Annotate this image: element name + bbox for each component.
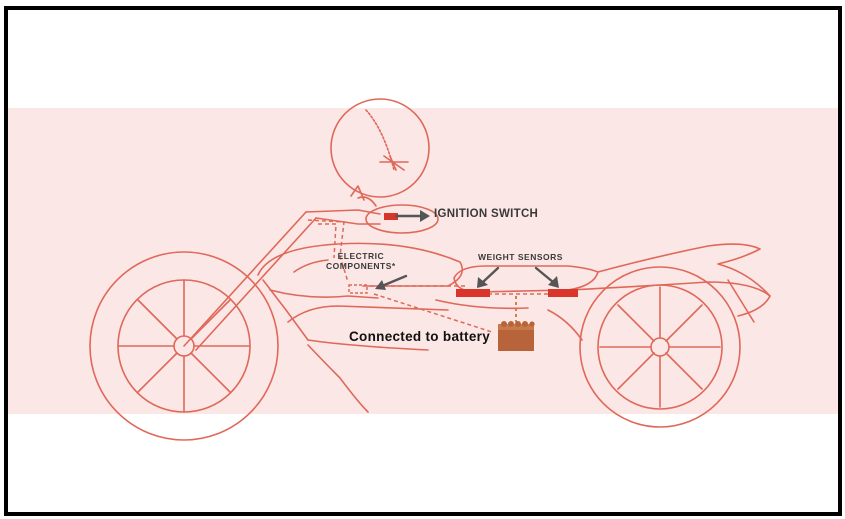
key-icon (384, 213, 398, 220)
electric-components-line2: COMPONENTS* (326, 261, 396, 271)
ignition-arrow (394, 210, 430, 222)
weight-sensor-rear (548, 289, 578, 297)
weight-sensor-arrow-left (477, 266, 500, 288)
front-wheel (89, 251, 279, 441)
battery-icon (498, 321, 535, 351)
figure-frame: IGNITION SWITCH ELECTRIC COMPONENTS* WEI… (4, 6, 842, 516)
rear-wheel (579, 266, 741, 428)
weight-sensor-front (456, 289, 490, 297)
weight-sensors-label: WEIGHT SENSORS (478, 252, 563, 262)
electric-components-arrow (375, 274, 408, 290)
ignition-switch-label: IGNITION SWITCH (434, 208, 539, 220)
electric-components-line1: ELECTRIC (337, 251, 385, 261)
electric-component-box (348, 284, 368, 294)
motorcycle-diagram (89, 98, 771, 441)
electric-components-label: ELECTRIC COMPONENTS* (326, 251, 396, 271)
weight-sensor-arrow-right (534, 266, 559, 288)
rider-outline (330, 98, 439, 234)
figure-background (8, 108, 838, 414)
battery-label: Connected to battery (349, 329, 491, 344)
